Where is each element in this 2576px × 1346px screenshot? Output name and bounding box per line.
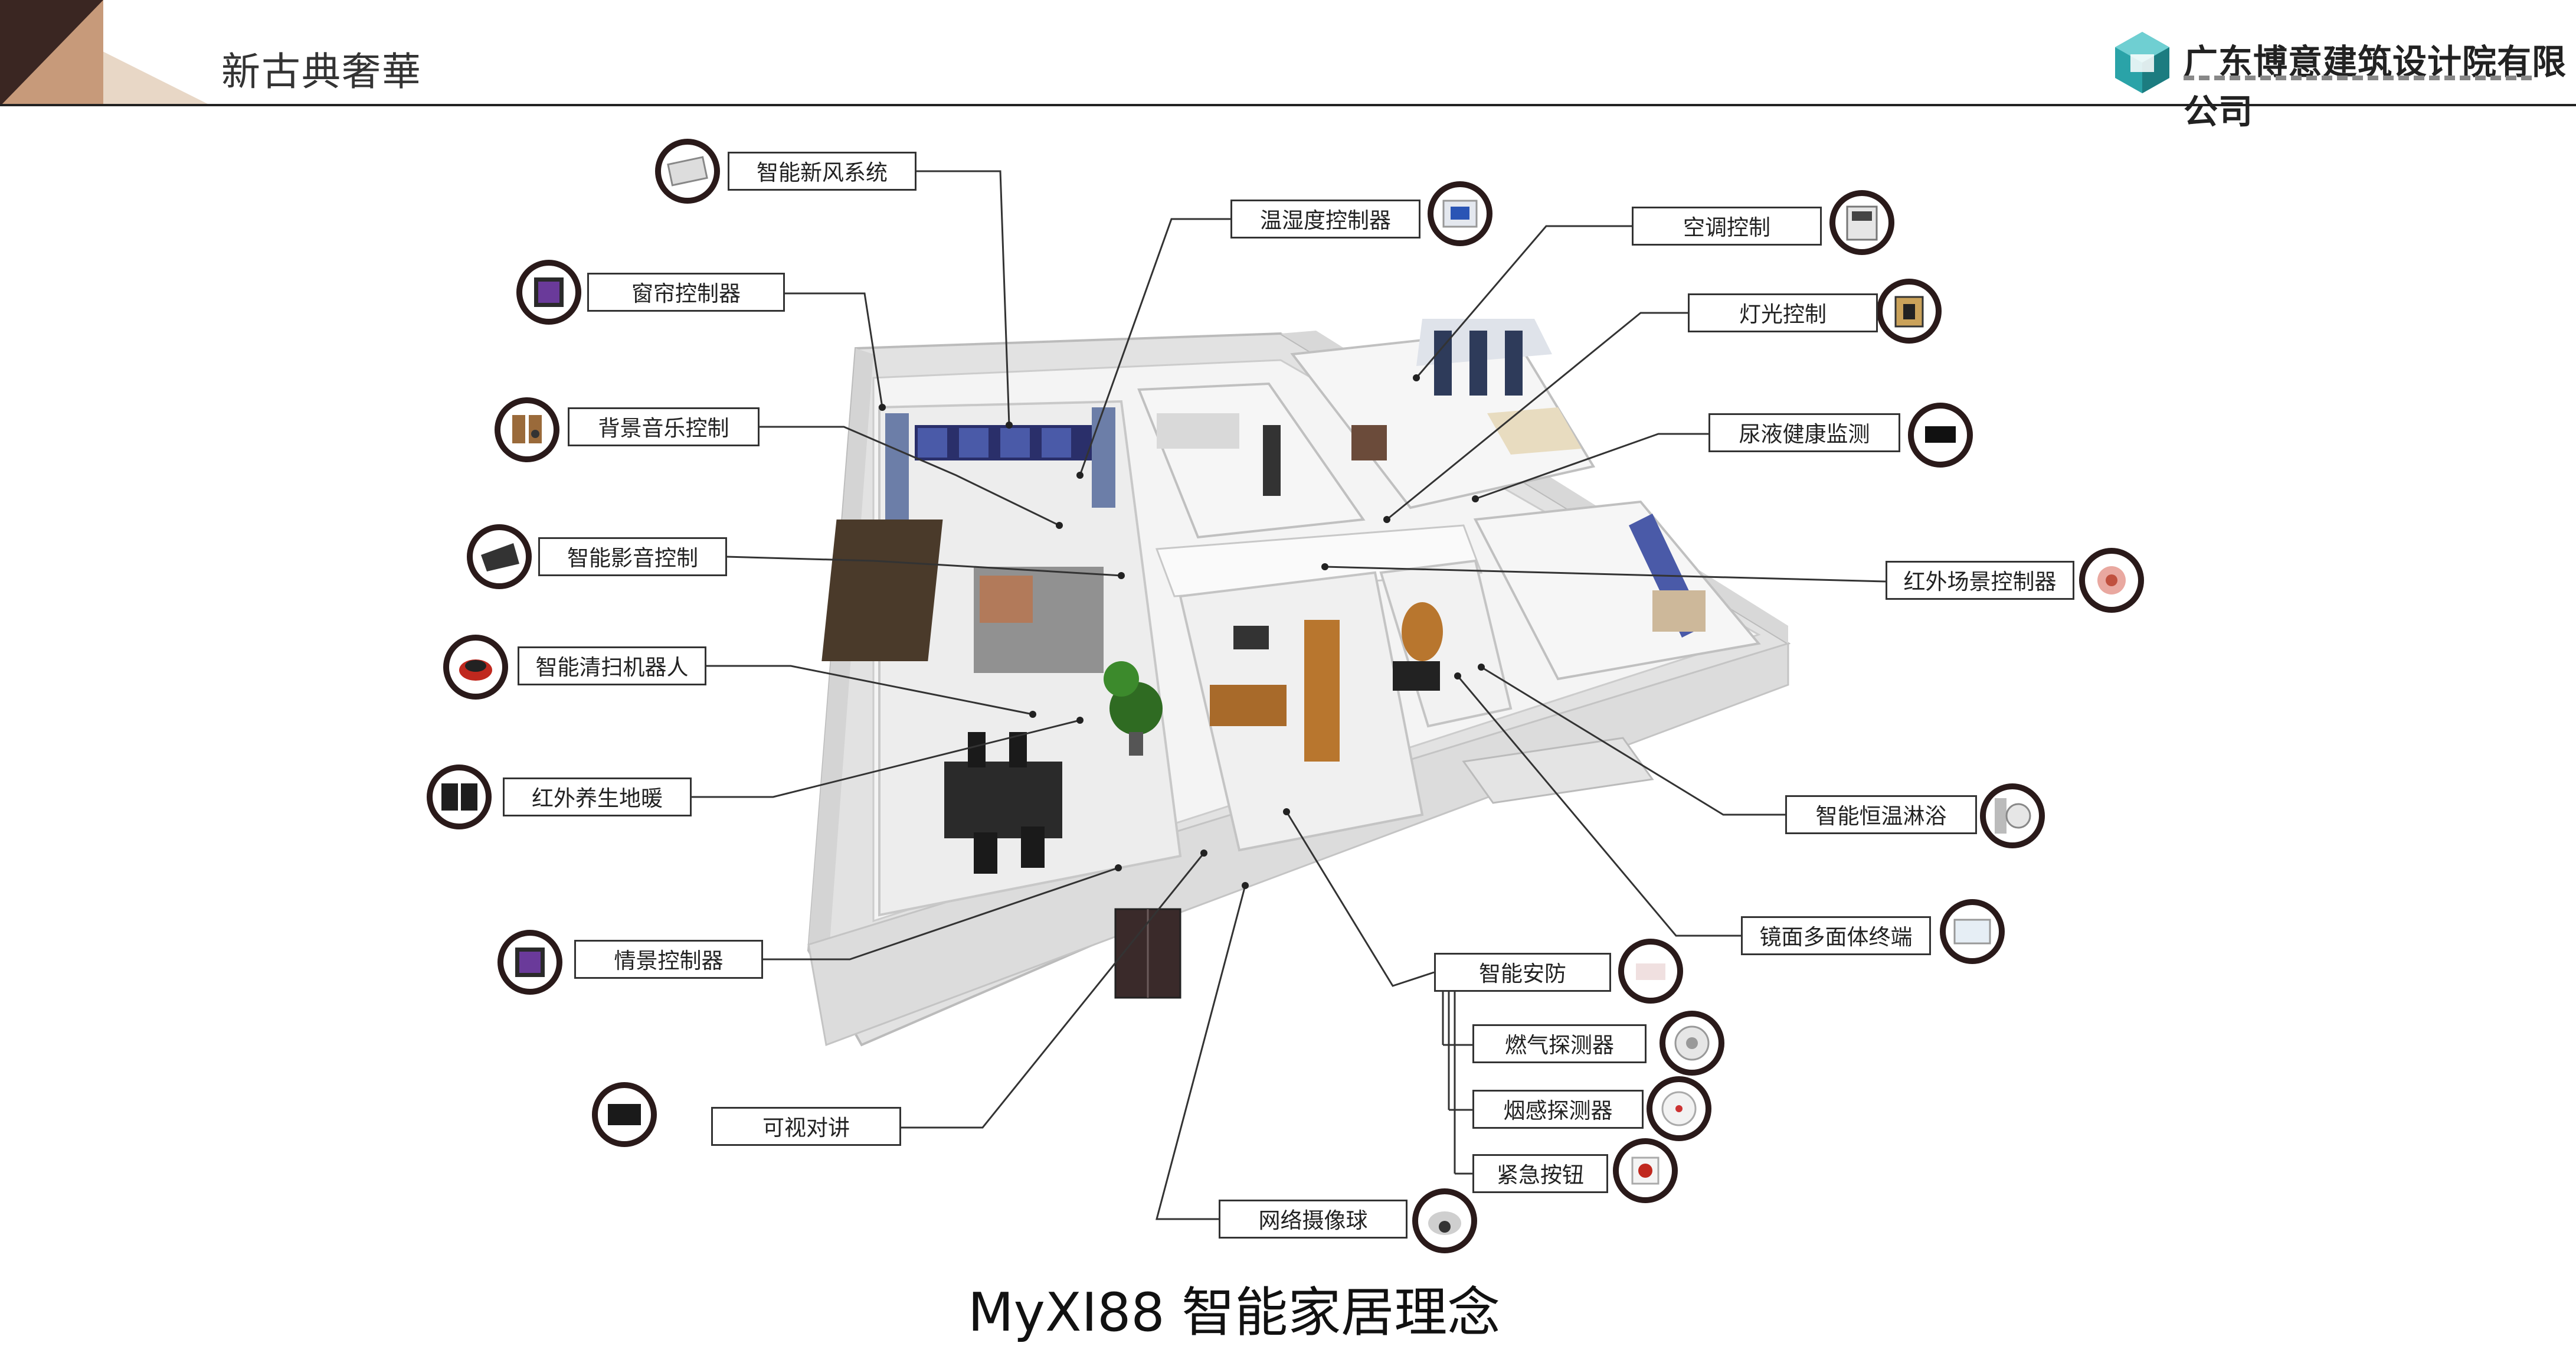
label-ir-scene-controller: 红外场景控制器 [1886, 561, 2074, 600]
label-curtain-controller: 窗帘控制器 [587, 273, 785, 312]
leader-dots [879, 374, 1485, 889]
robot-vacuum-icon [443, 635, 508, 700]
label-network-camera: 网络摄像球 [1219, 1200, 1408, 1239]
label-robot-vacuum: 智能清扫机器人 [518, 646, 706, 685]
header-divider [0, 104, 2576, 106]
light-switch-icon [1877, 279, 1942, 344]
ac-panel-icon [1829, 190, 1894, 255]
brand-title: 新古典奢華 [221, 49, 422, 94]
floor-plan [807, 319, 1791, 1047]
speaker-icon [495, 397, 559, 462]
icon-circles [427, 139, 2144, 1253]
label-emergency-button: 紧急按钮 [1472, 1154, 1608, 1193]
label-smoke-detector: 烟感探测器 [1472, 1090, 1644, 1129]
ir-controller-icon [2079, 548, 2144, 613]
smart-home-diagram [427, 139, 2144, 1253]
heating-panel-icon [427, 765, 492, 829]
label-scene-controller: 情景控制器 [574, 940, 763, 979]
label-light-control: 灯光控制 [1688, 293, 1878, 332]
sensor-icon [1618, 939, 1683, 1004]
label-gas-detector: 燃气探测器 [1472, 1024, 1647, 1063]
corner-decoration [0, 0, 212, 106]
mirror-terminal-icon [1940, 899, 2005, 964]
header: 新古典奢華 广东博意建筑设计院有限公司 [0, 0, 2576, 132]
tablet-icon [497, 930, 562, 995]
company-logo-icon [2115, 32, 2169, 93]
tablet-icon [516, 260, 581, 325]
dome-camera-icon [1412, 1188, 1477, 1253]
label-video-intercom: 可视对讲 [711, 1107, 901, 1146]
company-subtitle-line [2184, 76, 2532, 80]
label-floor-heating: 红外养生地暖 [503, 777, 692, 816]
thermostat-icon [1428, 181, 1492, 246]
vent-icon [655, 139, 720, 204]
leader-lines [690, 170, 1886, 1220]
label-fresh-air: 智能新风系统 [728, 152, 917, 191]
emergency-button-icon [1613, 1138, 1678, 1203]
label-mirror-terminal: 镜面多面体终端 [1741, 916, 1931, 955]
remote-icon [467, 524, 532, 589]
label-humidity-controller: 温湿度控制器 [1230, 200, 1420, 239]
gas-detector-icon [1659, 1011, 1724, 1076]
intercom-screen-icon [592, 1082, 657, 1147]
smoke-detector-icon [1647, 1076, 1711, 1141]
label-av-control: 智能影音控制 [538, 537, 727, 576]
health-monitor-icon [1908, 403, 1973, 468]
label-smart-security: 智能安防 [1434, 953, 1611, 992]
label-thermostatic-shower: 智能恒温淋浴 [1785, 795, 1977, 834]
company-name: 广东博意建筑设计院有限公司 [2184, 42, 2567, 132]
shower-valve-icon [1980, 783, 2045, 848]
label-ac-control: 空调控制 [1632, 207, 1822, 246]
label-urine-monitor: 尿液健康监测 [1708, 413, 1900, 452]
label-bg-music: 背景音乐控制 [568, 407, 760, 446]
bottom-title: MyXI88 智能家居理念 [968, 1282, 1501, 1344]
